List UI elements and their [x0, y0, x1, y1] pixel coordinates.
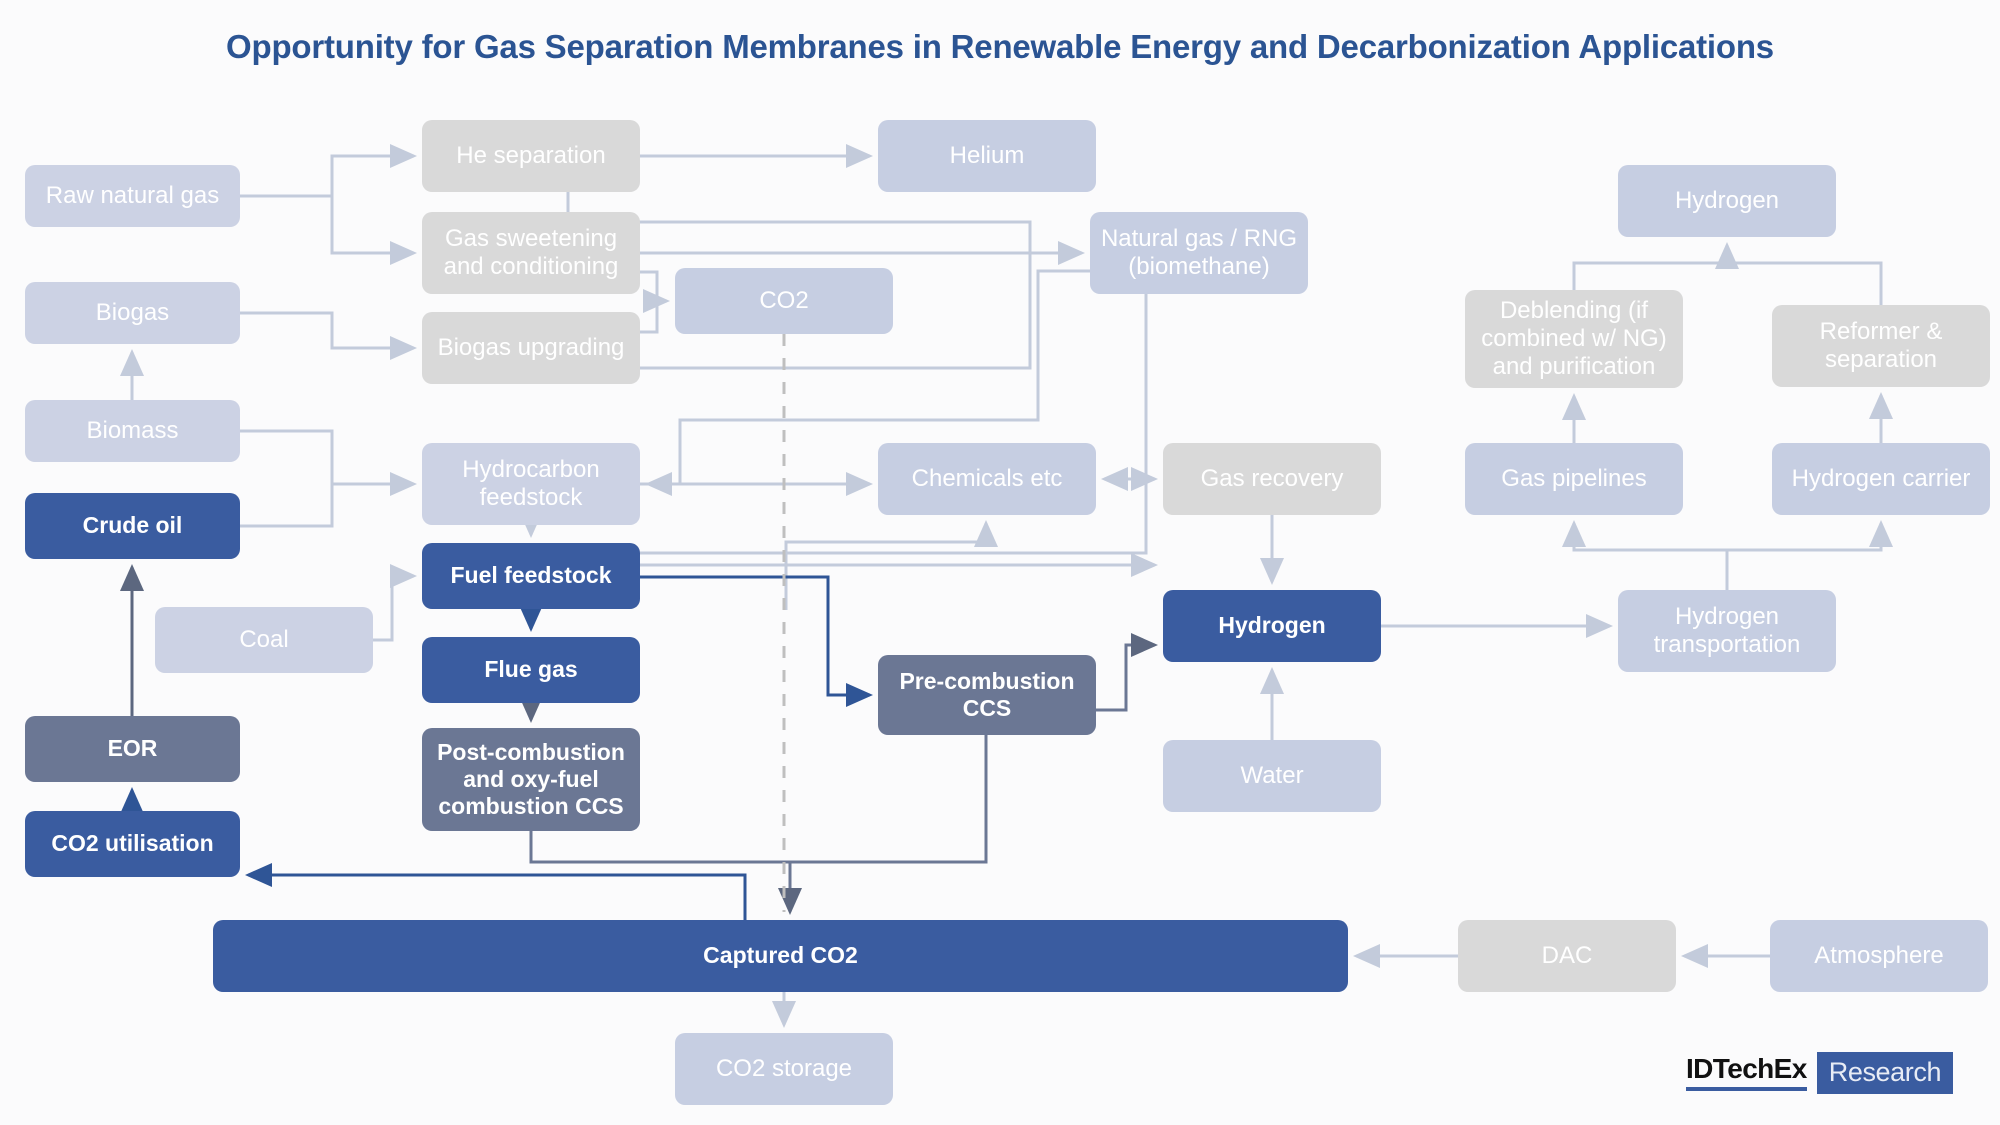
node-label: Crude oil — [82, 512, 183, 539]
node-pre-combustion-ccs[interactable]: Pre-combustion CCS — [878, 655, 1096, 735]
node-chemicals-etc[interactable]: Chemicals etc — [878, 443, 1096, 515]
node-label: Pre-combustion CCS — [899, 667, 1075, 721]
node-coal[interactable]: Coal — [155, 607, 373, 673]
node-biogas[interactable]: Biogas — [25, 282, 240, 344]
idtechex-research-logo: IDTechEx Research — [1686, 1052, 1956, 1094]
node-label: Post-combustion and oxy-fuel combustion … — [437, 738, 625, 820]
node-fuel-feedstock[interactable]: Fuel feedstock — [422, 543, 640, 609]
node-label: Water — [1240, 761, 1304, 789]
node-label: Biogas upgrading — [437, 333, 625, 361]
node-label: Gas sweetening and conditioning — [443, 224, 619, 280]
node-helium[interactable]: Helium — [878, 120, 1096, 192]
node-crude-oil[interactable]: Crude oil — [25, 493, 240, 559]
node-label: He separation — [456, 141, 606, 169]
node-dac[interactable]: DAC — [1458, 920, 1676, 992]
node-label: Hydrogen carrier — [1791, 464, 1971, 492]
node-hydrogen-top[interactable]: Hydrogen — [1618, 165, 1836, 237]
logo-word: IDTechEx — [1686, 1053, 1807, 1084]
node-label: Fuel feedstock — [450, 562, 612, 589]
logo-research-badge: Research — [1816, 1052, 1954, 1094]
node-atmosphere[interactable]: Atmosphere — [1770, 920, 1988, 992]
node-water[interactable]: Water — [1163, 740, 1381, 812]
node-label: Raw natural gas — [45, 181, 220, 209]
node-hydrogen-carrier[interactable]: Hydrogen carrier — [1772, 443, 1990, 515]
node-label: CO2 — [759, 286, 809, 314]
node-label: Helium — [949, 141, 1025, 169]
node-label: CO2 utilisation — [51, 830, 214, 857]
node-flue-gas[interactable]: Flue gas — [422, 637, 640, 703]
node-gas-sweetening[interactable]: Gas sweetening and conditioning — [422, 212, 640, 294]
node-co2-storage[interactable]: CO2 storage — [675, 1033, 893, 1105]
node-label: Hydrogen transportation — [1653, 602, 1801, 658]
node-co2[interactable]: CO2 — [675, 268, 893, 334]
node-eor[interactable]: EOR — [25, 716, 240, 782]
node-label: Hydrogen — [1674, 186, 1780, 214]
node-label: Captured CO2 — [703, 942, 858, 969]
node-label: Reformer & separation — [1819, 317, 1943, 373]
node-label: Chemicals etc — [911, 464, 1063, 492]
node-gas-recovery[interactable]: Gas recovery — [1163, 443, 1381, 515]
node-biomass[interactable]: Biomass — [25, 400, 240, 462]
node-raw-natural-gas[interactable]: Raw natural gas — [25, 165, 240, 227]
node-post-combustion-ccs[interactable]: Post-combustion and oxy-fuel combustion … — [422, 728, 640, 831]
node-captured-co2[interactable]: Captured CO2 — [213, 920, 1348, 992]
node-label: Atmosphere — [1814, 941, 1944, 969]
node-label: Hydrocarbon feedstock — [462, 455, 600, 511]
node-label: Gas pipelines — [1501, 464, 1647, 492]
node-label: Flue gas — [484, 656, 578, 683]
node-label: Gas recovery — [1200, 464, 1344, 492]
node-co2-utilisation[interactable]: CO2 utilisation — [25, 811, 240, 877]
node-reformer-separation[interactable]: Reformer & separation — [1772, 305, 1990, 387]
node-label: Biogas — [95, 298, 170, 326]
node-hydrogen-transport[interactable]: Hydrogen transportation — [1618, 590, 1836, 672]
page-title: Opportunity for Gas Separation Membranes… — [226, 28, 1774, 65]
node-label: Deblending (if combined w/ NG) and purif… — [1481, 296, 1667, 381]
node-label: CO2 storage — [715, 1054, 853, 1082]
node-he-separation[interactable]: He separation — [422, 120, 640, 192]
node-label: DAC — [1541, 941, 1593, 969]
node-hydrogen-main[interactable]: Hydrogen — [1163, 590, 1381, 662]
node-label: Biomass — [86, 416, 179, 444]
node-hydrocarbon-feedstock[interactable]: Hydrocarbon feedstock — [422, 443, 640, 525]
node-deblending[interactable]: Deblending (if combined w/ NG) and purif… — [1465, 290, 1683, 388]
node-biogas-upgrading[interactable]: Biogas upgrading — [422, 312, 640, 384]
node-label: Natural gas / RNG (biomethane) — [1100, 224, 1298, 280]
node-label: Coal — [239, 625, 289, 653]
node-label: EOR — [107, 735, 158, 762]
node-gas-pipelines[interactable]: Gas pipelines — [1465, 443, 1683, 515]
logo-underline — [1686, 1087, 1807, 1091]
node-label: Hydrogen — [1218, 612, 1326, 639]
node-natural-gas-rng[interactable]: Natural gas / RNG (biomethane) — [1090, 212, 1308, 294]
logo-wordmark: IDTechEx — [1686, 1052, 1817, 1094]
